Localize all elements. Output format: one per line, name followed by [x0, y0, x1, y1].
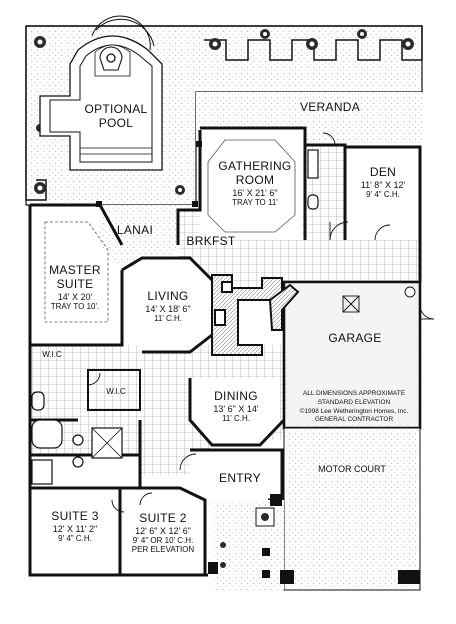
walls	[28, 126, 422, 577]
living-ceiling: 11' C.H.	[153, 314, 183, 324]
label-wic-2: W.I.C	[98, 387, 134, 396]
veranda-name: VERANDA	[299, 100, 361, 114]
label-suite-2: SUITE 2 12' 6" X 12' 6" 9' 4" OR 10' C.H…	[122, 511, 204, 555]
master-name: MASTER SUITE	[49, 263, 101, 291]
gathering-tray-outline	[207, 139, 296, 233]
master-tray-outline	[44, 221, 109, 323]
entry-name: ENTRY	[219, 471, 261, 485]
label-living: LIVING 14' X 18' 6" 11' C.H.	[128, 289, 208, 324]
shrubs	[34, 29, 414, 195]
house-shell	[30, 130, 420, 573]
label-veranda: VERANDA	[290, 100, 370, 115]
note-line-3: ©1998 Lee Wetherington Homes, Inc.	[299, 407, 409, 415]
garage-details	[342, 286, 416, 313]
pool-name: OPTIONAL POOL	[84, 102, 148, 130]
wic2-name: W.I.C	[106, 387, 126, 396]
label-dining: DINING 13' 6" X 14' 11' C.H.	[196, 389, 276, 424]
suite2-size: 12' 6" X 12' 6"	[135, 525, 191, 536]
living-size: 14' X 18' 6"	[145, 303, 191, 314]
suite2-note: PER ELEVATION	[131, 545, 195, 555]
motor-court	[212, 427, 421, 591]
gathering-size: 16' X 21' 6"	[232, 187, 278, 198]
label-gathering: GATHERING ROOM 16' X 21' 6" TRAY TO 11'	[210, 159, 300, 207]
label-garage: GARAGE	[320, 331, 390, 346]
label-master: MASTER SUITE 14' X 20' TRAY TO 10'.	[36, 263, 114, 311]
garage-name: GARAGE	[328, 331, 382, 345]
bathrooms	[31, 149, 319, 485]
gathering-name: GATHERING ROOM	[218, 159, 292, 187]
note-line-4: GENERAL CONTRACTOR	[314, 416, 394, 424]
label-brkfst: BRKFST	[183, 234, 239, 249]
lanai-name: LANAI	[116, 223, 154, 237]
label-suite-3: SUITE 3 12' X 11' 2" 9' 4" C.H.	[32, 509, 118, 544]
brkfst-name: BRKFST	[186, 234, 236, 248]
suite3-name: SUITE 3	[51, 509, 99, 523]
motor-court-name: MOTOR COURT	[318, 464, 386, 474]
label-den: DEN 11' 8" X 12' 9' 4" C.H.	[350, 165, 416, 200]
suite2-name: SUITE 2	[139, 511, 187, 525]
note-line-1: ALL DIMENSIONS APPROXIMATE	[302, 390, 406, 397]
living-name: LIVING	[147, 289, 189, 303]
kitchen	[211, 274, 300, 356]
dining-name: DINING	[214, 389, 258, 403]
master-size: 14' X 20'	[57, 291, 93, 302]
label-entry: ENTRY	[210, 471, 270, 486]
den-name: DEN	[369, 165, 397, 179]
garden-wall	[25, 25, 423, 201]
columns	[96, 141, 282, 574]
wic1-name: W.I.C	[42, 350, 62, 359]
suite3-size: 12' X 11' 2"	[52, 523, 98, 534]
pool	[39, 15, 163, 171]
label-lanai: LANAI	[110, 223, 160, 238]
master-ceiling: TRAY TO 10'.	[50, 301, 100, 311]
dining-size: 13' 6" X 14'	[213, 403, 259, 414]
suite2-ceiling: 9' 4" OR 10' C.H.	[132, 536, 194, 546]
gathering-ceiling: TRAY TO 11'	[232, 197, 278, 207]
note-line-2: STANDARD ELEVATION	[317, 398, 391, 406]
den-ceiling: 9' 4" C.H.	[366, 190, 400, 200]
label-pool: OPTIONAL POOL	[76, 102, 156, 131]
label-wic-1: W.I.C	[34, 350, 70, 359]
plan-notes: ALL DIMENSIONS APPROXIMATE STANDARD ELEV…	[288, 390, 420, 425]
dining-ceiling: 11' C.H.	[221, 414, 251, 424]
suite3-ceiling: 9' 4" C.H.	[58, 534, 92, 544]
label-motor-court: MOTOR COURT	[306, 464, 398, 474]
doors	[87, 132, 435, 513]
den-size: 11' 8" X 12'	[360, 179, 406, 190]
